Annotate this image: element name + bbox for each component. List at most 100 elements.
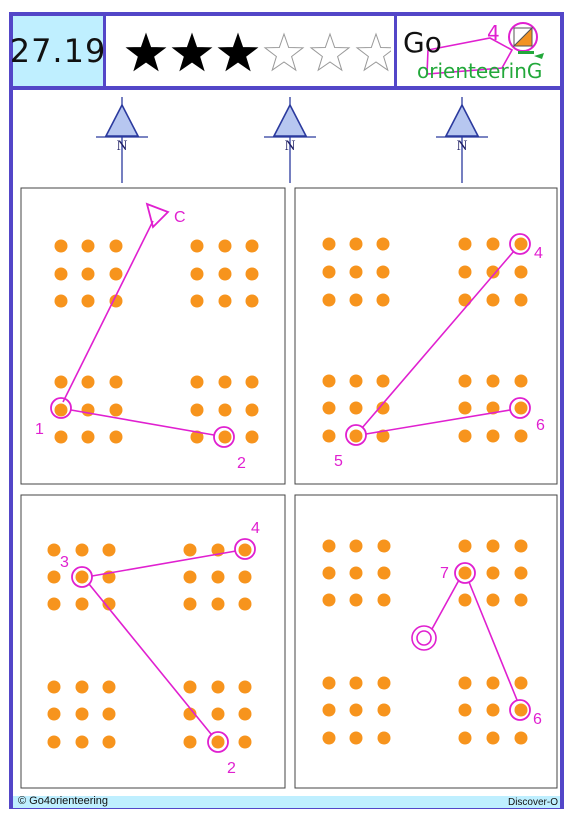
feature-dot [75, 680, 89, 694]
feature-dot [514, 676, 528, 690]
north-label: N [285, 138, 296, 154]
feature-dot [486, 265, 500, 279]
logo-word-orienteering: orienteerinG [417, 59, 542, 83]
feature-dot [486, 539, 500, 553]
feature-dot [514, 429, 528, 443]
star-filled-icon [171, 32, 213, 72]
feature-dot [458, 265, 472, 279]
feature-dot [514, 265, 528, 279]
feature-dot [349, 237, 363, 251]
north-label: N [457, 138, 468, 154]
map-panel-4 [294, 494, 558, 789]
feature-dot [102, 707, 116, 721]
feature-dot [322, 703, 336, 717]
logo-svg: Go orienteerinG 4 [403, 21, 544, 83]
feature-dot [47, 570, 61, 584]
feature-dot [190, 375, 204, 389]
control-6-label: 6 [533, 711, 542, 728]
feature-dot [322, 401, 336, 415]
feature-dot [183, 597, 197, 611]
feature-dot [322, 293, 336, 307]
feature-dot [458, 566, 472, 580]
feature-dot [75, 543, 89, 557]
control-5-label: 5 [334, 453, 343, 470]
feature-dot [245, 239, 259, 253]
feature-dot [322, 731, 336, 745]
feature-dot [47, 680, 61, 694]
feature-dot [322, 539, 336, 553]
feature-dot [102, 680, 116, 694]
feature-dot [218, 403, 232, 417]
course-leg [431, 579, 460, 630]
control-6 [509, 397, 531, 419]
panel-4-dot-group [458, 539, 528, 607]
feature-dot [102, 597, 116, 611]
feature-dot [75, 707, 89, 721]
feature-dot [349, 703, 363, 717]
feature-dot [75, 570, 89, 584]
feature-dot [377, 539, 391, 553]
feature-dot [109, 403, 123, 417]
control-3 [71, 566, 93, 588]
course-leg [88, 583, 212, 735]
feature-dot [377, 676, 391, 690]
course-leg [62, 220, 154, 403]
course-leg [91, 550, 237, 577]
feature-dot [190, 239, 204, 253]
feature-dot [514, 374, 528, 388]
feature-dot [218, 430, 232, 444]
feature-dot [376, 429, 390, 443]
feature-dot [514, 401, 528, 415]
control-6-label: 6 [536, 417, 545, 434]
feature-dot [183, 543, 197, 557]
feature-dot [211, 707, 225, 721]
feature-dot [514, 731, 528, 745]
feature-dot [376, 401, 390, 415]
panel-2-dot-group [458, 237, 528, 307]
feature-dot [245, 403, 259, 417]
panel-4-dot-group [322, 676, 391, 745]
panel-3-dot-group [183, 680, 252, 749]
north-arrow-icon: N [436, 97, 488, 183]
puzzle-number-box: 27.19 [10, 16, 106, 86]
panel-1-dot-group [54, 239, 123, 308]
feature-dot [211, 735, 225, 749]
feature-dot [349, 429, 363, 443]
panel-3-dot-group [183, 543, 252, 611]
control-2-label: 2 [237, 455, 246, 472]
feature-dot [376, 293, 390, 307]
feature-dot [514, 593, 528, 607]
feature-dot [47, 735, 61, 749]
feature-dot [486, 676, 500, 690]
feature-dot [376, 237, 390, 251]
feature-dot [109, 267, 123, 281]
star-empty-icon [355, 32, 397, 72]
feature-dot [109, 239, 123, 253]
feature-dot [458, 731, 472, 745]
feature-dot [81, 375, 95, 389]
feature-dot [190, 403, 204, 417]
feature-dot [245, 375, 259, 389]
difficulty-rating [106, 16, 397, 86]
north-arrow-icon: N [264, 97, 316, 183]
feature-dot [218, 267, 232, 281]
header: 27.19 Go orienteerinG 4 [9, 12, 564, 90]
control-2 [213, 426, 235, 448]
feature-dot [349, 265, 363, 279]
course-leg [70, 409, 215, 436]
start-circle-inner-icon [416, 630, 432, 646]
feature-dot [322, 265, 336, 279]
feature-dot [458, 676, 472, 690]
feature-dot [183, 707, 197, 721]
feature-dot [486, 703, 500, 717]
feature-dot [109, 294, 123, 308]
start-circle-icon [411, 625, 437, 651]
feature-dot [458, 703, 472, 717]
header-divider [9, 86, 564, 90]
feature-dot [322, 566, 336, 580]
feature-dot [349, 401, 363, 415]
control-2-label: 2 [227, 760, 236, 777]
feature-dot [486, 293, 500, 307]
stars-svg [125, 32, 397, 72]
